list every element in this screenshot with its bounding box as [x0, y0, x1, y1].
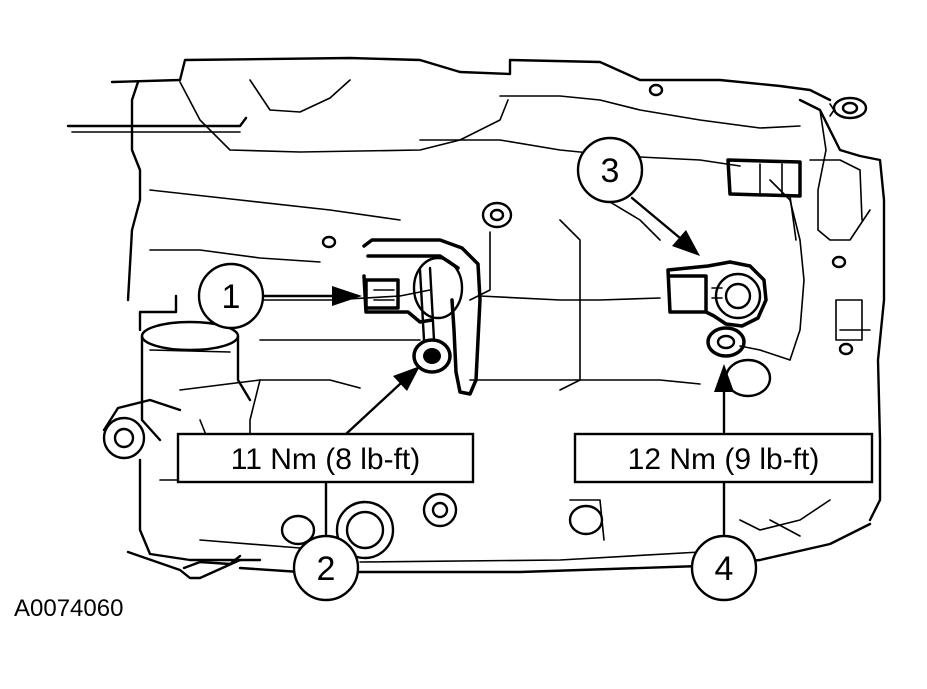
- callout-4-circle: [690, 534, 758, 602]
- torque-box-right-frame: [573, 432, 874, 484]
- torque-box-left: 11 Nm (8 lb-ft): [176, 432, 475, 484]
- callout-2-circle: [292, 534, 360, 602]
- sensor-1: [362, 238, 482, 396]
- figure-id: A0074060: [14, 595, 123, 622]
- torque-left-label: 11 Nm (8 lb-ft): [231, 443, 420, 476]
- torque-box-left-frame: [176, 432, 475, 484]
- callout-4: 4: [690, 534, 758, 602]
- sensor-3: [666, 260, 768, 358]
- callout-3-label: 3: [601, 152, 620, 190]
- callout-3: 3: [576, 136, 644, 204]
- callout-2: 2: [292, 534, 360, 602]
- torque-right-label: 12 Nm (9 lb-ft): [628, 443, 820, 476]
- torque-box-right: 12 Nm (9 lb-ft): [573, 432, 874, 484]
- callout-1-label: 1: [222, 278, 241, 316]
- callout-1: 1: [197, 262, 265, 330]
- callout-1-circle: [197, 262, 265, 330]
- callout-4-label: 4: [715, 550, 734, 588]
- callout-2-label: 2: [317, 550, 336, 588]
- arrow-head-bolt-right: [714, 364, 734, 392]
- arrow-head-3: [672, 230, 700, 256]
- transmission-housing: [66, 56, 886, 580]
- callout-3-circle: [576, 136, 644, 204]
- leader-arrows: [261, 196, 734, 536]
- arrow-head-1: [332, 286, 362, 306]
- arrow-head-bolt-left: [393, 366, 420, 391]
